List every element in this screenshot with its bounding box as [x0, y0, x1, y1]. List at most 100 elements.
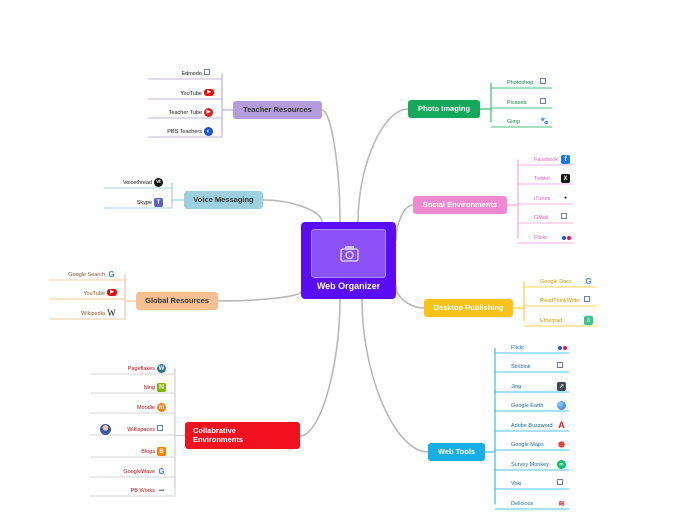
voice-leaf-item[interactable]: Voicethread [123, 177, 152, 189]
leaf-label: Teacher Tube [168, 110, 202, 116]
webtools-leaf-item[interactable]: Voki [511, 478, 521, 490]
teacher-leaf-item[interactable]: Teacher Tube [169, 107, 202, 119]
gimp-icon: 🐾 [540, 118, 549, 125]
google-icon: G [585, 276, 592, 286]
branch-label: Photo Imaging [417, 103, 471, 113]
collab-leaf-line [90, 471, 176, 478]
webtools-leaf-item[interactable]: Scribink [511, 361, 531, 373]
collab-leaf-line [90, 407, 176, 414]
desktop-leaf-item[interactable]: ReadThinkWrite [540, 295, 579, 307]
leaf-label: Scribink [511, 364, 531, 370]
global-leaf-item[interactable]: YouTube [83, 288, 105, 300]
external-link-icon [204, 69, 210, 75]
photo-leaf-item[interactable]: Photoshop [507, 77, 533, 89]
facebook-icon: f [561, 155, 570, 164]
teams-icon: T [154, 198, 163, 207]
webtools-leaf-item[interactable]: Adobe Buzzword [511, 420, 553, 432]
social-leaf-item[interactable]: iTunes [534, 193, 550, 205]
leaf-label: Picasea [507, 100, 527, 106]
global-leaf-item[interactable]: Wikipedia [81, 308, 105, 320]
branch-desktop[interactable]: Desktop Publishing [424, 299, 513, 317]
webtools-leaf-item[interactable]: Google Maps [511, 439, 544, 451]
branch-label: Collabrative Environments [193, 425, 244, 444]
branch-collab[interactable]: Collabrative Environments [185, 422, 300, 449]
webtools-leaf-item[interactable]: Flickr [511, 342, 524, 354]
adobe-icon: A [558, 420, 565, 430]
teacher-leaf-item[interactable]: PBS Teachers [167, 126, 202, 138]
webtools-leaf-item[interactable]: Survey Monkey [511, 459, 549, 471]
branch-photo[interactable]: Photo Imaging [408, 100, 480, 118]
camera-icon [340, 246, 359, 262]
branch-label: Voice Messaging [193, 194, 254, 204]
central-topic-title: Web Organizer [316, 281, 381, 291]
voice-leaf-line [103, 202, 173, 209]
pbs-icon: ◐ [204, 127, 213, 136]
leaf-label: Blogs [141, 449, 155, 455]
social-leaf-item[interactable]: GMail [534, 212, 548, 224]
teacher-leaf-line [147, 93, 223, 100]
social-leaf-item[interactable]: Flickr [534, 232, 547, 244]
leaf-label: Flickr [534, 235, 548, 241]
social-leaf-item[interactable]: Twitter [534, 173, 550, 185]
leaf-label: Ning [143, 385, 155, 391]
moodle-icon: m [157, 403, 166, 412]
google-icon: G [158, 466, 165, 476]
topic-image [311, 229, 386, 278]
leaf-label: Twitter [534, 176, 551, 182]
webtools-connector [361, 298, 429, 453]
social-leaf-item[interactable]: Facebook [534, 154, 558, 166]
leaf-label: Survey Monkey [511, 462, 549, 468]
global-leaf-item[interactable]: Google Search [68, 269, 105, 281]
collab-leaf-item[interactable]: Wikispaces [127, 424, 155, 436]
x-twitter-icon: X [561, 174, 570, 183]
branch-social[interactable]: Social Environments [413, 196, 507, 214]
youtube-icon: ▶ [204, 89, 214, 96]
etherpad-icon: ≡ [584, 316, 593, 325]
webtools-leaf-item[interactable]: Delicious [511, 498, 533, 510]
collab-leaf-item[interactable]: Moodle [137, 402, 155, 414]
wikipedia-icon: W [107, 308, 116, 318]
webtools-leaf-item[interactable]: Jing [511, 381, 521, 393]
collab-leaf-item[interactable]: GoogleWave [123, 466, 155, 478]
voice-connector [262, 199, 323, 223]
voice-leaf-item[interactable]: Skype [137, 197, 152, 209]
external-link-icon [584, 296, 590, 302]
teachertube-icon: ▶ [204, 108, 213, 117]
leaf-label: Voicethread [122, 180, 152, 186]
leaf-label: PBS Teachers [167, 129, 202, 135]
voice-leaf-line [103, 182, 173, 189]
photo-leaf-item[interactable]: Gimp [507, 116, 520, 128]
leaf-label: Google Search [68, 272, 105, 278]
collab-leaf-item[interactable]: PB Works [131, 485, 155, 497]
leaf-label: Skype [136, 200, 152, 206]
teacher-leaf-line [147, 131, 223, 138]
photo-leaf-item[interactable]: Picasea [507, 97, 527, 109]
webtools-leaf-item[interactable]: Google Earth [511, 400, 543, 412]
collab-leaf-item[interactable]: Ning [144, 382, 155, 394]
teacher-leaf-item[interactable]: Edmodo [182, 68, 203, 80]
branch-voice[interactable]: Voice Messaging [184, 191, 263, 209]
desktop-leaf-item[interactable]: Google Docs [540, 276, 572, 288]
desktop-leaf-item[interactable]: Etherpad [540, 315, 562, 327]
collab-leaf-line [90, 429, 176, 436]
external-link-icon [540, 98, 546, 104]
leaf-label: Wikipedia [81, 311, 105, 317]
branch-teacher[interactable]: Teacher Resources [233, 101, 322, 119]
leaf-label: ReadThinkWrite [540, 298, 580, 304]
branch-global[interactable]: Global Resources [136, 292, 218, 310]
branch-label: Social Environments [422, 199, 498, 209]
leaf-label: iTunes [534, 196, 551, 202]
teacher-leaf-item[interactable]: YouTube [180, 88, 202, 100]
collab-connector [299, 298, 341, 437]
leaf-label: Flickr [511, 345, 525, 351]
collab-leaf-line [90, 387, 176, 394]
leaf-label: Google Earth [511, 403, 544, 409]
collab-leaf-item[interactable]: Pageflakes [128, 363, 155, 375]
branch-webtools[interactable]: Web Tools [428, 443, 485, 461]
google-earth-icon [557, 401, 566, 410]
collab-leaf-item[interactable]: Blogs [141, 446, 155, 458]
blogger-icon: B [157, 447, 166, 456]
desktop-connector [395, 285, 425, 309]
central-topic[interactable]: Web Organizer [301, 222, 396, 299]
surveymonkey-icon: ∞ [557, 460, 566, 469]
